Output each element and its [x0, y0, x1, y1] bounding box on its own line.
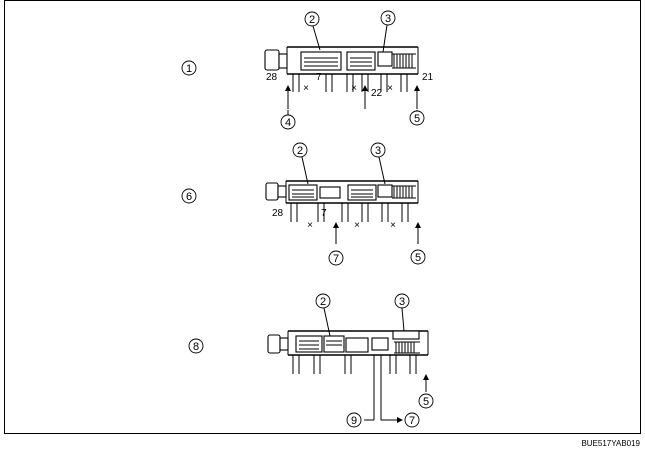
callout-4: 4	[280, 114, 296, 130]
callout-2: 2	[292, 142, 309, 185]
callout-3: 3	[394, 293, 410, 332]
svg-text:7: 7	[409, 415, 415, 427]
svg-text:8: 8	[193, 341, 199, 353]
callout-1: 1	[181, 60, 197, 76]
view-1: × × × 28 7 21 22	[264, 46, 434, 115]
callout-9: 9	[346, 412, 362, 428]
svg-text:5: 5	[423, 396, 429, 408]
port-label-7: 7	[321, 208, 327, 219]
figure-frame	[4, 0, 641, 434]
callout-5: 5	[410, 249, 426, 265]
drain-mark: ×	[354, 220, 360, 231]
svg-text:9: 9	[351, 415, 357, 427]
callout-7: 7	[328, 250, 344, 266]
drain-mark: ×	[387, 83, 393, 94]
port-label-21: 21	[422, 72, 434, 83]
figure-code: BUE517YAB019	[581, 439, 640, 448]
svg-text:5: 5	[414, 113, 420, 125]
svg-text:6: 6	[186, 191, 192, 203]
callout-5: 5	[409, 110, 425, 126]
svg-text:5: 5	[415, 252, 421, 264]
svg-text:3: 3	[399, 296, 405, 308]
svg-text:2: 2	[320, 296, 326, 308]
svg-text:2: 2	[297, 145, 303, 157]
port-label-22: 22	[371, 88, 383, 99]
drain-mark: ×	[303, 83, 309, 94]
port-label-28: 28	[272, 208, 284, 219]
svg-text:7: 7	[333, 253, 339, 265]
drain-mark: ×	[351, 83, 357, 94]
callout-7: 7	[404, 412, 420, 428]
svg-text:2: 2	[309, 14, 315, 26]
callout-6: 6	[181, 188, 197, 204]
svg-text:1: 1	[186, 63, 192, 75]
svg-text:3: 3	[375, 145, 381, 157]
callout-3: 3	[370, 142, 386, 185]
callout-5: 5	[418, 393, 434, 409]
svg-text:4: 4	[285, 117, 291, 129]
drain-mark: ×	[307, 220, 313, 231]
port-label-7: 7	[316, 72, 322, 83]
port-label-28: 28	[266, 72, 278, 83]
view-6: × × × 28 7	[265, 180, 421, 244]
svg-text:3: 3	[385, 13, 391, 25]
drain-mark: ×	[390, 220, 396, 231]
callout-8: 8	[188, 338, 204, 354]
view-8	[267, 330, 429, 423]
callout-2: 2	[315, 293, 331, 337]
callout-3: 3	[380, 10, 396, 53]
callout-2: 2	[304, 11, 321, 51]
